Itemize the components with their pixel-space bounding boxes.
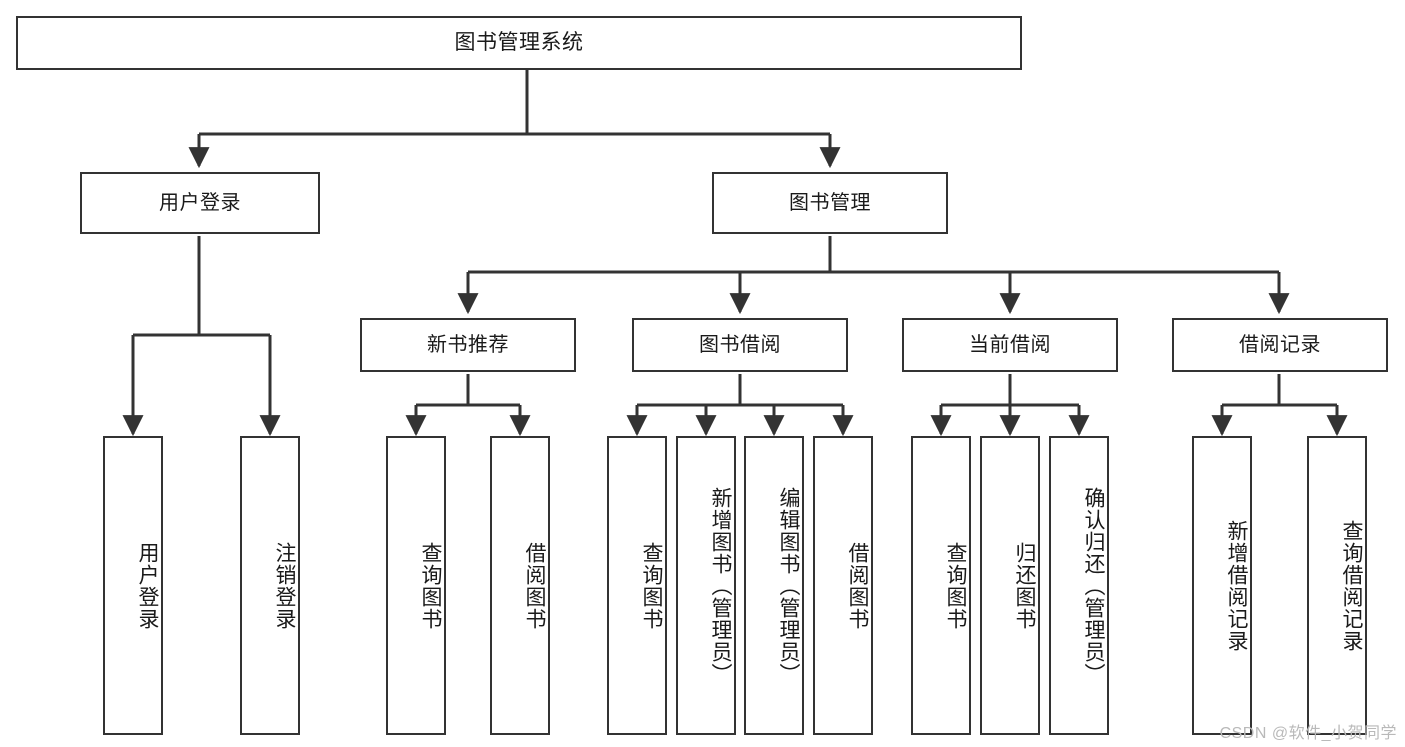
node-new-book-recommend[interactable]: 新书推荐 bbox=[360, 318, 576, 372]
leaf-current-confirm-return-admin[interactable]: 确认归还（管理员） bbox=[1049, 436, 1109, 735]
node-label: 借阅图书 bbox=[846, 541, 869, 630]
node-label: 查询图书 bbox=[640, 541, 663, 630]
csdn-watermark: CSDN @软件_小贺同学 bbox=[1219, 725, 1397, 742]
node-label: 借阅图书 bbox=[523, 541, 546, 630]
node-label: 新增图书（管理员） bbox=[709, 486, 732, 685]
leaf-new-books-query-book[interactable]: 查询图书 bbox=[386, 436, 446, 735]
leaf-borrow-borrow-book[interactable]: 借阅图书 bbox=[813, 436, 873, 735]
node-label: 新增借阅记录 bbox=[1225, 519, 1248, 652]
node-label: 查询图书 bbox=[419, 541, 442, 630]
node-borrow-records[interactable]: 借阅记录 bbox=[1172, 318, 1388, 372]
node-label: 注销登录 bbox=[273, 541, 296, 630]
node-label: 图书借阅 bbox=[699, 333, 781, 356]
leaf-borrow-query-book[interactable]: 查询图书 bbox=[607, 436, 667, 735]
leaf-current-query-book[interactable]: 查询图书 bbox=[911, 436, 971, 735]
node-label: 新书推荐 bbox=[427, 333, 509, 356]
node-label: 用户登录 bbox=[159, 191, 241, 214]
node-label: 图书管理 bbox=[789, 191, 871, 214]
leaf-user-login-logout[interactable]: 注销登录 bbox=[240, 436, 300, 735]
node-label: 借阅记录 bbox=[1239, 333, 1321, 356]
node-label: 图书管理系统 bbox=[454, 30, 584, 54]
node-label: 当前借阅 bbox=[969, 333, 1051, 356]
leaf-borrow-add-book-admin[interactable]: 新增图书（管理员） bbox=[676, 436, 736, 735]
leaf-records-add-record[interactable]: 新增借阅记录 bbox=[1192, 436, 1252, 735]
node-book-borrow[interactable]: 图书借阅 bbox=[632, 318, 848, 372]
node-user-login[interactable]: 用户登录 bbox=[80, 172, 320, 234]
node-label: 用户登录 bbox=[136, 541, 159, 630]
leaf-borrow-edit-book-admin[interactable]: 编辑图书（管理员） bbox=[744, 436, 804, 735]
leaf-current-return-book[interactable]: 归还图书 bbox=[980, 436, 1040, 735]
node-label: 查询图书 bbox=[944, 541, 967, 630]
node-label: 编辑图书（管理员） bbox=[777, 486, 800, 685]
leaf-user-login-login[interactable]: 用户登录 bbox=[103, 436, 163, 735]
leaf-new-books-borrow-book[interactable]: 借阅图书 bbox=[490, 436, 550, 735]
node-label: 查询借阅记录 bbox=[1340, 519, 1363, 652]
node-current-borrow[interactable]: 当前借阅 bbox=[902, 318, 1118, 372]
node-book-management[interactable]: 图书管理 bbox=[712, 172, 948, 234]
node-root-system[interactable]: 图书管理系统 bbox=[16, 16, 1022, 70]
node-label: 归还图书 bbox=[1013, 541, 1036, 630]
leaf-records-query-record[interactable]: 查询借阅记录 bbox=[1307, 436, 1367, 735]
node-label: 确认归还（管理员） bbox=[1082, 486, 1105, 685]
